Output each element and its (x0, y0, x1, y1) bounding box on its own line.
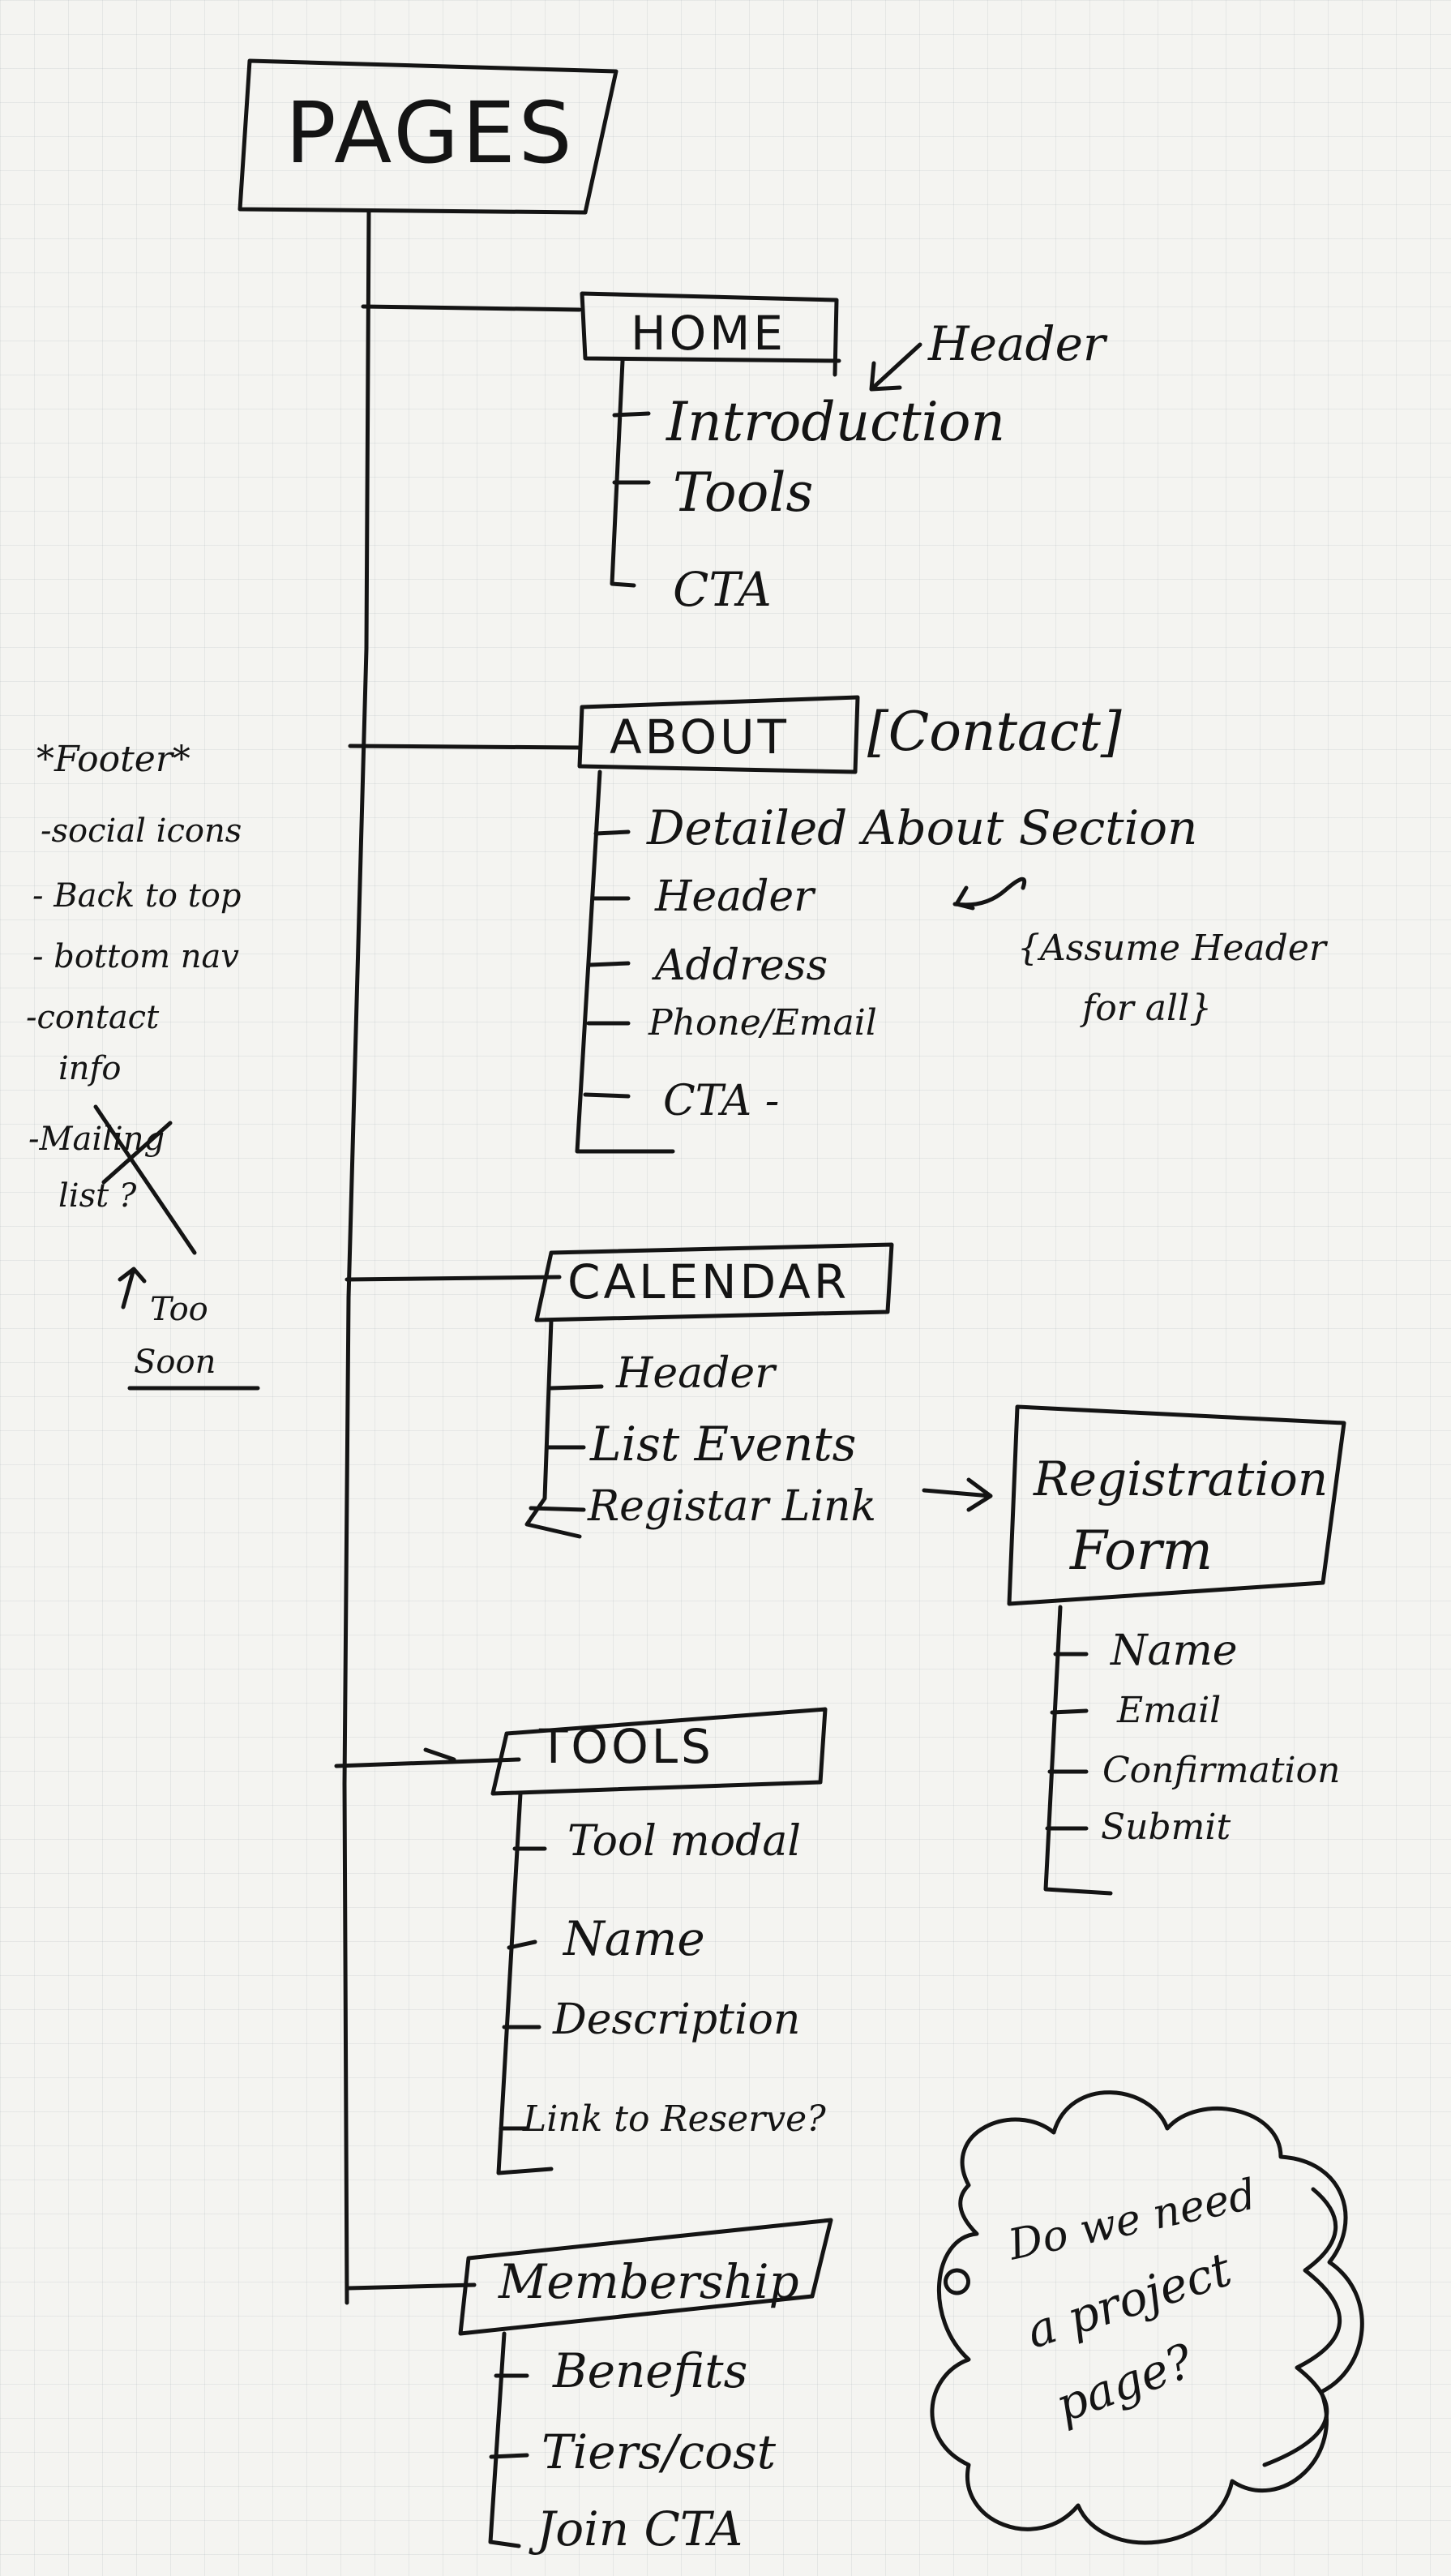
membership-item: Tiers/cost (541, 2424, 777, 2480)
too-soon-arrow (118, 1267, 147, 1309)
return-arrow (952, 877, 1027, 911)
about-contact-label: [Contact] (867, 701, 1122, 763)
header-arrow (869, 342, 922, 392)
registration-item: Email (1117, 1690, 1222, 1731)
registration-box (1007, 1404, 1346, 1606)
membership-label: Membership (499, 2254, 799, 2309)
calendar-item: Header (616, 1349, 776, 1398)
registration-item: Confirmation (1102, 1750, 1341, 1791)
about-item: Address (655, 941, 828, 990)
home-item: CTA (673, 562, 772, 617)
assume-header-note: {Assume Header (1017, 928, 1326, 969)
registration-title: Form (1070, 1519, 1213, 1582)
footer-strike (93, 1104, 197, 1255)
home-item: Tools (673, 461, 814, 524)
branch-calendar (345, 1275, 562, 1282)
main-trunk (342, 210, 371, 2305)
home-header-note: Header (928, 316, 1106, 371)
registration-item: Submit (1101, 1807, 1231, 1848)
registration-title: Registration (1034, 1451, 1329, 1507)
calendar-item: Registar Link (588, 1482, 876, 1531)
footer-item: - bottom nav (32, 938, 239, 975)
membership-item: Join CTA (537, 2501, 743, 2557)
about-item: Phone/Email (648, 1002, 877, 1044)
branch-about (348, 744, 582, 750)
tools-item: Name (563, 1911, 705, 1966)
tools-item: Tool modal (567, 1817, 801, 1866)
home-item: Introduction (666, 391, 1005, 453)
home-label: HOME (631, 306, 786, 361)
about-item: CTA - (663, 1077, 780, 1125)
footer-struck-item: -Mailing (28, 1121, 165, 1158)
footer-item: info (58, 1050, 122, 1087)
membership-box (458, 2218, 833, 2336)
tools-item: Description (553, 1995, 801, 2044)
branch-home (361, 304, 582, 312)
registration-arrow (922, 1477, 993, 1512)
cloud-swirl (1262, 2187, 1342, 2467)
too-soon-note: Too (150, 1291, 208, 1328)
tools-label: TOOLS (539, 1719, 714, 1774)
footer-item: - Back to top (32, 877, 242, 915)
tools-item: Link to Reserve? (523, 2098, 826, 2140)
registration-item: Name (1111, 1627, 1238, 1675)
about-label: ABOUT (610, 709, 790, 765)
calendar-subtree (524, 1318, 604, 1539)
membership-subtree (488, 2331, 529, 2548)
tools-subtree (496, 1791, 554, 2175)
footer-item: -social icons (41, 812, 242, 850)
registration-subtree (1043, 1605, 1113, 1896)
page-title: PAGES (285, 84, 576, 182)
pages-box (238, 58, 618, 215)
too-soon-note: Soon (134, 1344, 216, 1381)
footer-struck-item: list ? (58, 1177, 137, 1215)
branch-membership (346, 2282, 477, 2291)
calendar-item: List Events (590, 1417, 857, 1472)
footer-title: *Footer* (36, 739, 190, 780)
calendar-box (534, 1242, 894, 1322)
assume-header-note: for all} (1082, 988, 1213, 1029)
cloud-shape (930, 2090, 1364, 2545)
branch-tools (334, 1747, 521, 1768)
calendar-label: CALENDAR (567, 1254, 850, 1309)
about-item: Detailed About Section (647, 800, 1198, 855)
home-box (580, 291, 841, 377)
membership-item: Benefits (553, 2343, 748, 2398)
about-box (577, 695, 860, 774)
footer-item: -contact (26, 999, 160, 1036)
about-item: Header (655, 872, 815, 921)
cloud-dot (944, 2268, 970, 2295)
home-subtree (610, 358, 651, 588)
tools-box (490, 1707, 828, 1796)
about-subtree (575, 769, 675, 1154)
